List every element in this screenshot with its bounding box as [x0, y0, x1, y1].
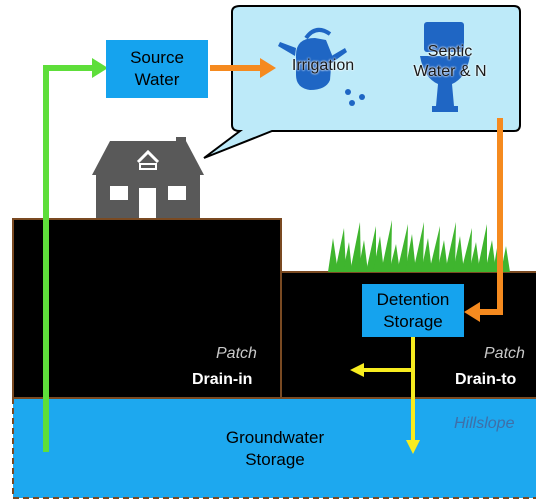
- detention-line-1: Detention: [376, 289, 450, 309]
- septic-line-1: Septic: [427, 43, 473, 60]
- groundwater-line-2: Storage: [245, 450, 305, 469]
- groundwater-layer: [13, 398, 536, 498]
- source-water-line-2: Water: [134, 70, 180, 89]
- detention-storage-box: [362, 284, 464, 337]
- groundwater-line-1: Groundwater: [225, 428, 325, 447]
- detention-line-2: Storage: [383, 311, 443, 331]
- irrigation-label: Irrigation: [291, 57, 355, 74]
- groundwater-storage-label: Groundwater Storage: [180, 424, 370, 474]
- house-icon: [92, 137, 204, 218]
- toilet-icon: [420, 22, 470, 112]
- grass-icon: [328, 220, 510, 272]
- patch-left-name: Drain-in: [192, 371, 253, 388]
- patch-left-kind: Patch: [216, 345, 257, 362]
- green-arrowhead: [92, 58, 108, 78]
- septic-line-2: Water & N: [413, 63, 487, 80]
- groundwater-dashed-border: [12, 398, 536, 499]
- callout-bubble: [203, 5, 521, 159]
- orange-arrow-septic-detention: [478, 118, 503, 315]
- watering-can-icon: [278, 27, 365, 106]
- yellow-arrowhead-down: [406, 440, 420, 454]
- yellow-arrowhead-left: [350, 363, 364, 377]
- orange-arrowhead-irrigation: [260, 58, 276, 78]
- source-water-box: [106, 40, 208, 98]
- hillslope-label: Hillslope: [454, 415, 515, 432]
- drain-in-patch: [12, 218, 282, 399]
- source-water-label: Source Water: [106, 40, 208, 98]
- patch-right-kind: Patch: [484, 345, 525, 362]
- green-flow-arrow: [43, 65, 94, 452]
- patch-right-name: Drain-to: [455, 371, 517, 388]
- septic-label: Septic Water & N: [392, 42, 508, 82]
- detention-storage-label: Detention Storage: [362, 284, 464, 337]
- source-water-line-1: Source: [130, 48, 184, 67]
- orange-arrowhead-detention: [464, 302, 480, 322]
